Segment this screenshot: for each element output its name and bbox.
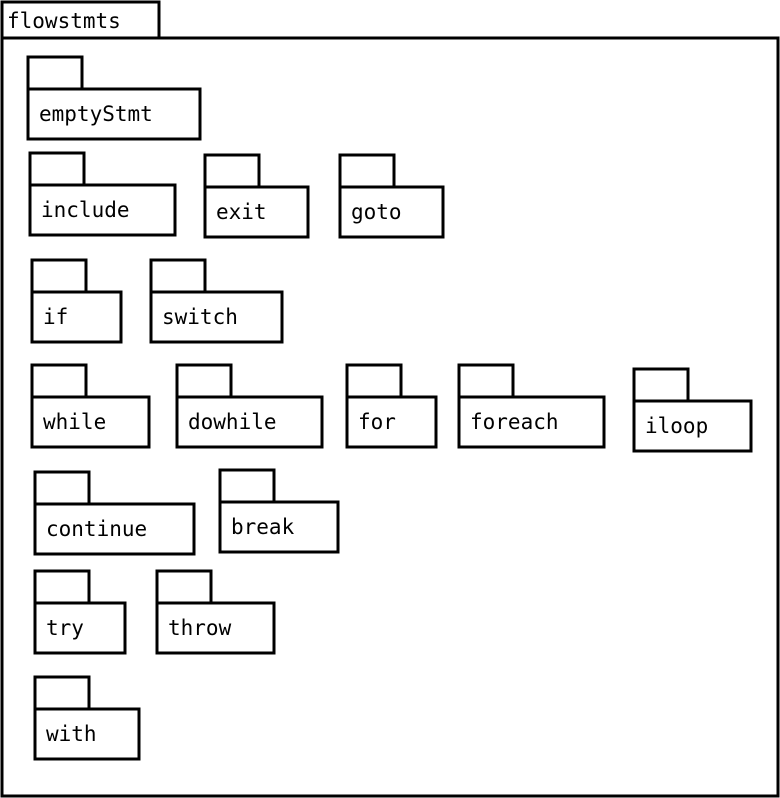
- package-label: goto: [351, 200, 402, 224]
- package-label: emptyStmt: [39, 102, 153, 126]
- package-label: for: [358, 410, 396, 434]
- package-tab: [33, 675, 91, 711]
- package-body: [28, 183, 177, 237]
- package-body: [632, 399, 753, 453]
- package-body: [155, 601, 276, 655]
- package-tab: [30, 258, 88, 294]
- package-label: dowhile: [188, 410, 277, 434]
- package-tab: [26, 55, 84, 91]
- package-label: throw: [168, 616, 232, 640]
- package-for: for: [345, 363, 438, 449]
- package-if: if: [30, 258, 123, 344]
- package-break: break: [218, 468, 340, 554]
- package-label: include: [41, 198, 130, 222]
- package-tab: [149, 258, 207, 294]
- package-body: [33, 502, 196, 556]
- package-label: exit: [216, 200, 267, 224]
- package-tab: [218, 468, 276, 504]
- package-body: [30, 290, 123, 344]
- package-tab: [30, 363, 88, 399]
- package-label: break: [231, 515, 295, 539]
- package-include: include: [28, 151, 177, 237]
- package-tab: [203, 153, 261, 189]
- package-iloop: iloop: [632, 367, 753, 453]
- package-goto: goto: [338, 153, 445, 239]
- package-body: [33, 601, 127, 655]
- package-label: try: [46, 616, 84, 640]
- package-tab: [632, 367, 690, 403]
- package-dowhile: dowhile: [175, 363, 324, 449]
- package-label: continue: [46, 517, 147, 541]
- package-label: while: [43, 410, 106, 434]
- package-label: switch: [162, 305, 238, 329]
- package-while: while: [30, 363, 151, 449]
- package-body: [175, 395, 324, 449]
- package-switch: switch: [149, 258, 284, 344]
- package-body: [338, 185, 445, 239]
- package-label: with: [46, 722, 97, 746]
- package-with: with: [33, 675, 141, 761]
- package-body: [218, 500, 340, 554]
- package-exit: exit: [203, 153, 310, 239]
- package-body: [33, 707, 141, 761]
- package-body: [345, 395, 438, 449]
- package-tab: [175, 363, 233, 399]
- package-body: [457, 395, 606, 449]
- outer-package-label: flowstmts: [7, 9, 121, 33]
- package-group: emptyStmt include exit goto if switch while dow…: [26, 55, 753, 761]
- package-label: foreach: [470, 410, 559, 434]
- package-tab: [457, 363, 515, 399]
- package-foreach: foreach: [457, 363, 606, 449]
- package-throw: throw: [155, 569, 276, 655]
- package-tab: [338, 153, 396, 189]
- package-body: [149, 290, 284, 344]
- package-try: try: [33, 569, 127, 655]
- package-body: [203, 185, 310, 239]
- package-tab: [33, 470, 91, 506]
- package-emptystmt: emptyStmt: [26, 55, 202, 141]
- package-body: [30, 395, 151, 449]
- package-tab: [33, 569, 91, 605]
- package-tab: [155, 569, 213, 605]
- package-label: iloop: [645, 414, 708, 438]
- package-tab: [345, 363, 403, 399]
- package-body: [26, 87, 202, 141]
- package-continue: continue: [33, 470, 196, 556]
- package-tab: [28, 151, 86, 187]
- package-label: if: [43, 305, 68, 329]
